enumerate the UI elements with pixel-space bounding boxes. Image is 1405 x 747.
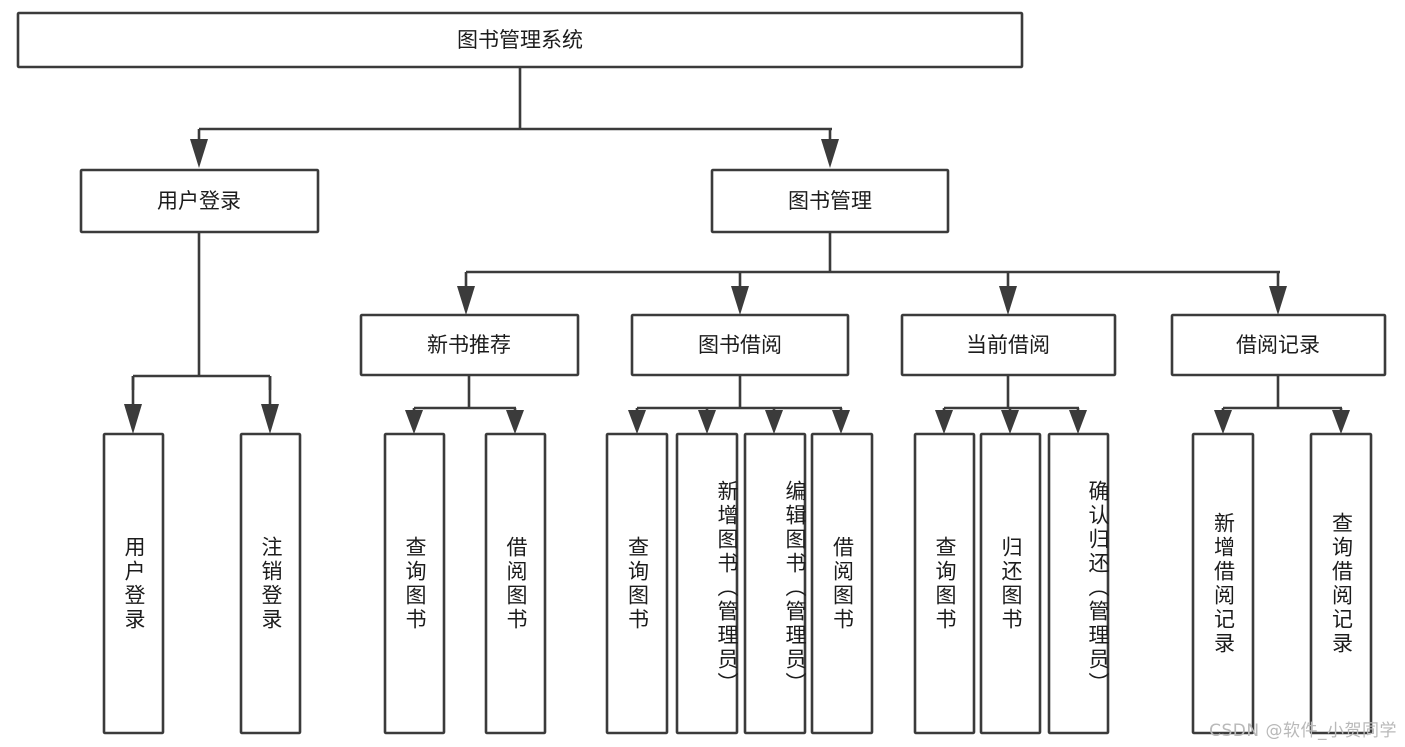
arrow-to-new-book [457, 286, 475, 315]
arrow-to-leaf-return-book [1001, 410, 1019, 434]
leaf-box-query-book-2[interactable] [605, 432, 669, 735]
leaf-box-return-book[interactable] [979, 432, 1042, 735]
leaf-box-edit-book[interactable] [743, 432, 807, 735]
arrow-to-book-manage [821, 139, 839, 168]
node-label-book-borrow: 图书借阅 [698, 333, 782, 357]
node-box-book-manage[interactable] [710, 168, 950, 234]
node-label-new-book-recommend: 新书推荐 [427, 333, 511, 357]
leaf-box-add-book[interactable] [675, 432, 739, 735]
leaf-box-query-book-1[interactable] [383, 432, 446, 735]
arrow-to-leaf-logout [261, 404, 279, 434]
arrow-to-leaf-add-record [1214, 410, 1232, 434]
node-label-user-login: 用户登录 [157, 189, 241, 213]
arrow-to-leaf-query-record [1332, 410, 1350, 434]
arrow-to-leaf-user-login [124, 404, 142, 434]
node-box-borrow-record[interactable] [1170, 313, 1387, 377]
node-box-current-borrow[interactable] [900, 313, 1117, 377]
node-label-current-borrow: 当前借阅 [966, 333, 1050, 357]
leaf-box-user-login[interactable] [102, 432, 165, 735]
arrow-to-leaf-query-book-2 [628, 410, 646, 434]
node-label-book-manage: 图书管理 [788, 189, 872, 213]
leaf-box-borrow-book-1[interactable] [484, 432, 547, 735]
csdn-watermark: CSDN @软件_小贺同学 [1209, 721, 1397, 741]
arrow-to-leaf-confirm-return [1069, 410, 1087, 434]
arrow-to-leaf-borrow-book-2 [832, 410, 850, 434]
arrow-to-current-borrow [999, 286, 1017, 315]
connectors-group [124, 67, 1350, 434]
node-label-root: 图书管理系统 [457, 28, 583, 52]
arrow-to-borrow-record [1269, 286, 1287, 315]
leaf-box-query-book-3[interactable] [913, 432, 976, 735]
arrow-to-book-borrow [731, 286, 749, 315]
node-label-borrow-record: 借阅记录 [1236, 333, 1320, 357]
nodes-group: 图书管理系统 用户登录 图书管理 新书推荐 图书借阅 当前借阅 借阅记录 [16, 11, 1387, 735]
node-box-root[interactable] [16, 11, 1024, 69]
arrow-to-leaf-add-book [698, 410, 716, 434]
node-box-new-book-recommend[interactable] [359, 313, 580, 377]
leaf-box-add-record[interactable] [1191, 432, 1255, 735]
leaf-box-query-record[interactable] [1309, 432, 1373, 735]
node-box-book-borrow[interactable] [630, 313, 850, 377]
leaf-box-logout[interactable] [239, 432, 302, 735]
leaf-box-borrow-book-2[interactable] [810, 432, 874, 735]
arrow-to-leaf-borrow-book-1 [506, 410, 524, 434]
node-box-user-login[interactable] [79, 168, 320, 234]
arrow-to-user-login [190, 139, 208, 168]
leaf-box-confirm-return[interactable] [1047, 432, 1110, 735]
arrow-to-leaf-query-book-1 [405, 410, 423, 434]
arrow-to-leaf-edit-book [765, 410, 783, 434]
arrow-to-leaf-query-book-3 [935, 410, 953, 434]
